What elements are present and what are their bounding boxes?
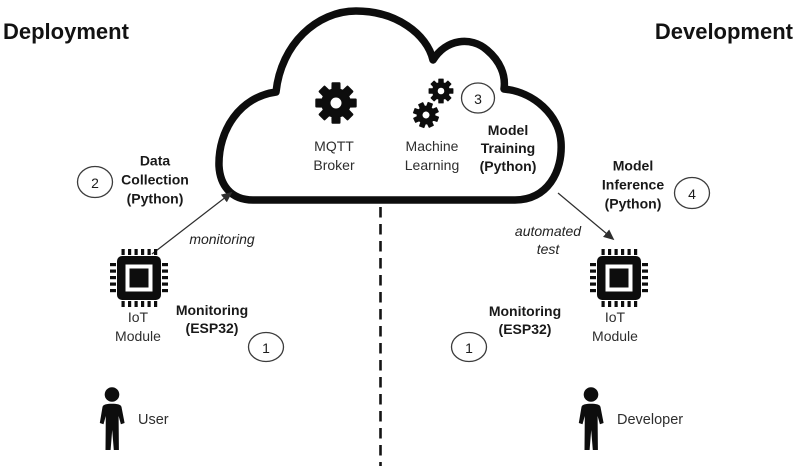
monitoring-edge-label: monitoring: [189, 231, 255, 247]
user-person-icon: [99, 387, 125, 450]
user-label: User: [138, 412, 169, 428]
deployment-heading: Deployment: [3, 19, 129, 44]
iot-chip-right-icon: [588, 247, 650, 309]
step-1-left-badge: 1: [262, 340, 270, 356]
data-collection-label: Data Collection (Python): [121, 152, 189, 207]
step-3-badge-circle: [460, 82, 496, 114]
cloud-icon: [215, 7, 565, 204]
automated-test-arrow: [557, 192, 615, 241]
monitoring-left-label: Monitoring (ESP32): [175, 302, 249, 336]
step-3-badge: 3: [474, 91, 482, 107]
iot-module-right-label: IoT Module: [592, 309, 638, 344]
step-2-badge: 2: [91, 175, 99, 191]
automated-test-edge-label: automated test: [514, 223, 582, 257]
iot-module-left-label: IoT Module: [115, 309, 161, 344]
monitoring-right-label: Monitoring (ESP32): [488, 303, 562, 337]
step-4-badge-circle: [673, 176, 711, 210]
development-heading: Development: [654, 19, 793, 44]
developer-label: Developer: [617, 412, 684, 428]
model-inference-label: Model Inference (Python): [601, 157, 665, 212]
step-1-right-badge: 1: [465, 340, 473, 356]
step-1-right-badge-circle: [450, 331, 488, 363]
step-2-badge-circle: [76, 165, 114, 199]
monitoring-arrow: [151, 191, 233, 255]
mqtt-broker-label: MQTT Broker: [313, 138, 355, 173]
step-1-left-badge-circle: [247, 331, 285, 363]
model-training-label: Model Training (Python): [479, 122, 537, 174]
developer-person-icon: [578, 387, 604, 450]
step-4-badge: 4: [688, 186, 696, 202]
iot-chip-left-icon: [108, 247, 170, 309]
machine-learning-label: Machine Learning: [404, 138, 460, 173]
